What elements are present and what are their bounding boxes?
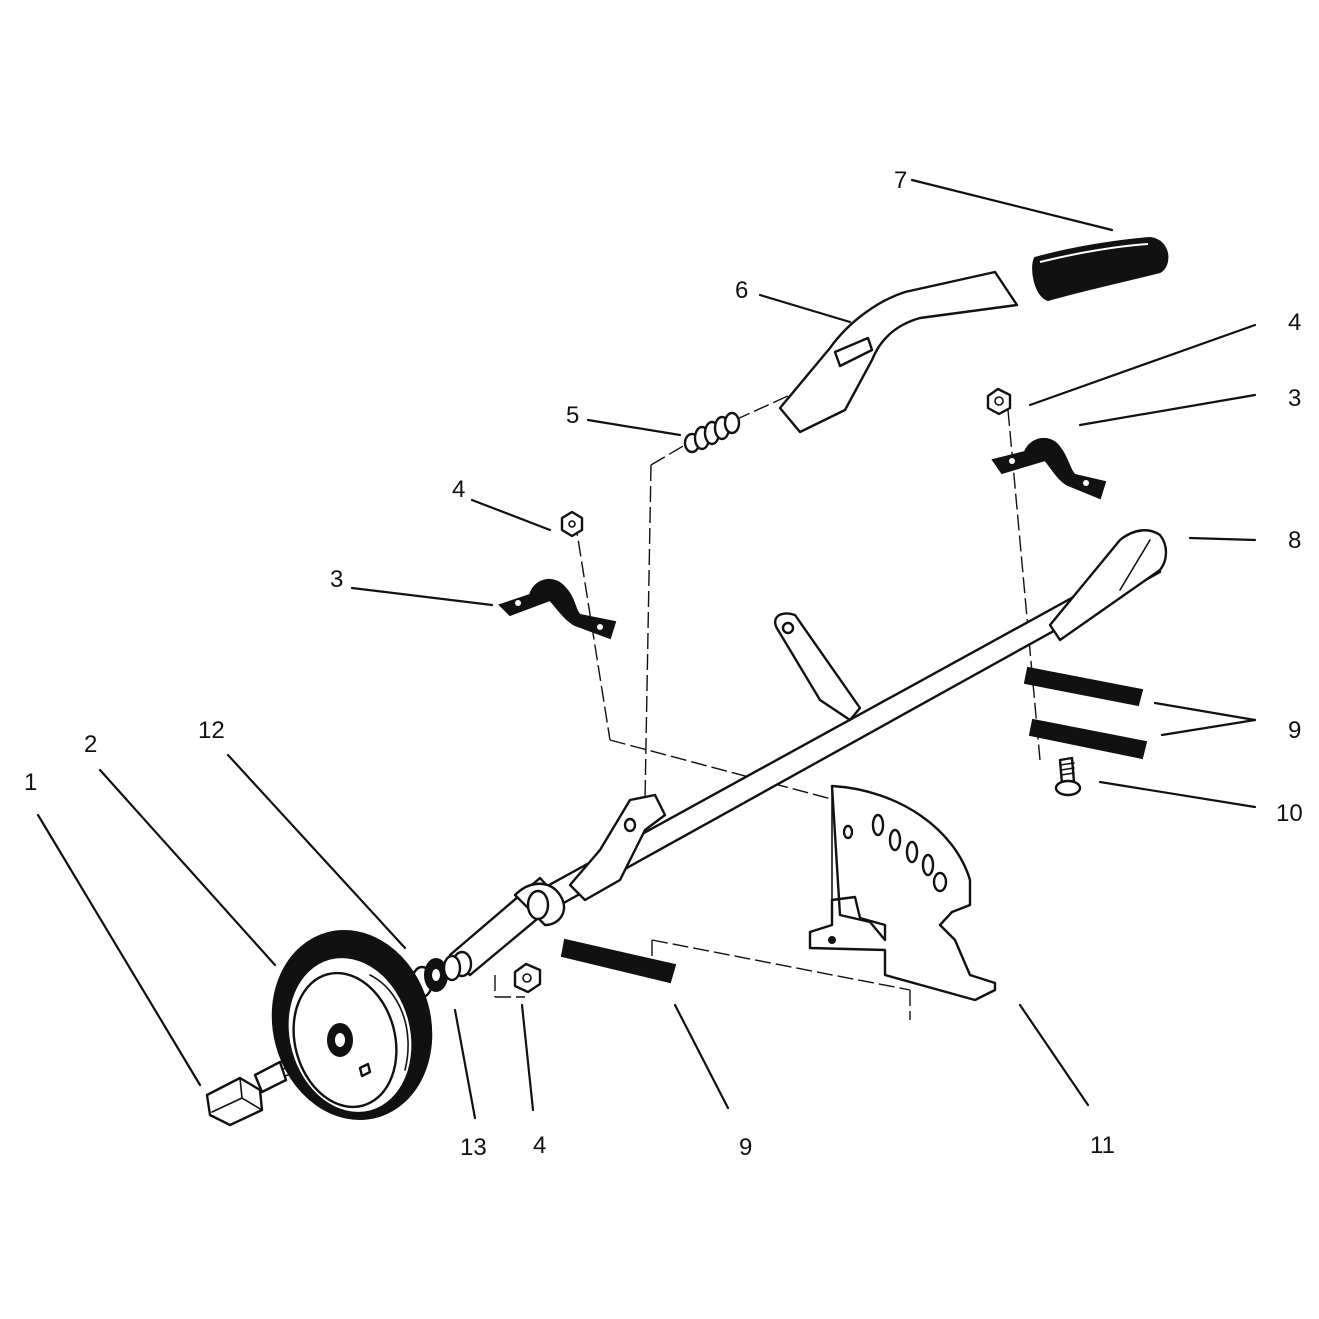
callout-13: 13 (460, 1134, 487, 1161)
callout-4-bottom: 4 (533, 1132, 546, 1159)
callout-7: 7 (894, 167, 907, 194)
callout-3-left: 3 (330, 566, 343, 593)
adjustment-bracket (808, 784, 997, 1002)
callout-1: 1 (24, 769, 37, 796)
plate-right-upper (1023, 666, 1144, 707)
callout-4-right: 4 (1288, 309, 1301, 336)
callout-11: 11 (1090, 1132, 1115, 1159)
clamp-left (498, 579, 617, 640)
spring (683, 411, 741, 454)
lever-handle (778, 270, 1019, 434)
plate-right-lower (1028, 718, 1148, 760)
plate-bottom (560, 938, 677, 984)
callout-10: 10 (1276, 800, 1303, 827)
axle-assembly (448, 529, 1168, 978)
callout-labels: 1 2 12 3 4 5 6 7 4 3 8 9 10 11 9 4 13 (24, 167, 1303, 1161)
wheel (271, 930, 433, 1120)
callout-9-bottom: 9 (739, 1134, 752, 1161)
callout-12: 12 (198, 717, 225, 744)
nut-left (560, 510, 584, 538)
shoulder-bolt (205, 1057, 298, 1127)
callout-6: 6 (735, 277, 748, 304)
nut-right (986, 387, 1012, 416)
washers (410, 954, 462, 999)
bolt-10 (1054, 756, 1082, 797)
clamp-right (991, 437, 1107, 500)
callout-8: 8 (1288, 527, 1301, 554)
callout-4-left: 4 (452, 476, 465, 503)
callout-9-right: 9 (1288, 717, 1301, 744)
callout-5: 5 (566, 402, 579, 429)
handle-grip (1032, 236, 1169, 302)
callout-2: 2 (84, 731, 97, 758)
leader-lines (36, 178, 1257, 1120)
callout-3-right: 3 (1288, 385, 1301, 412)
nut-bottom (513, 962, 542, 994)
